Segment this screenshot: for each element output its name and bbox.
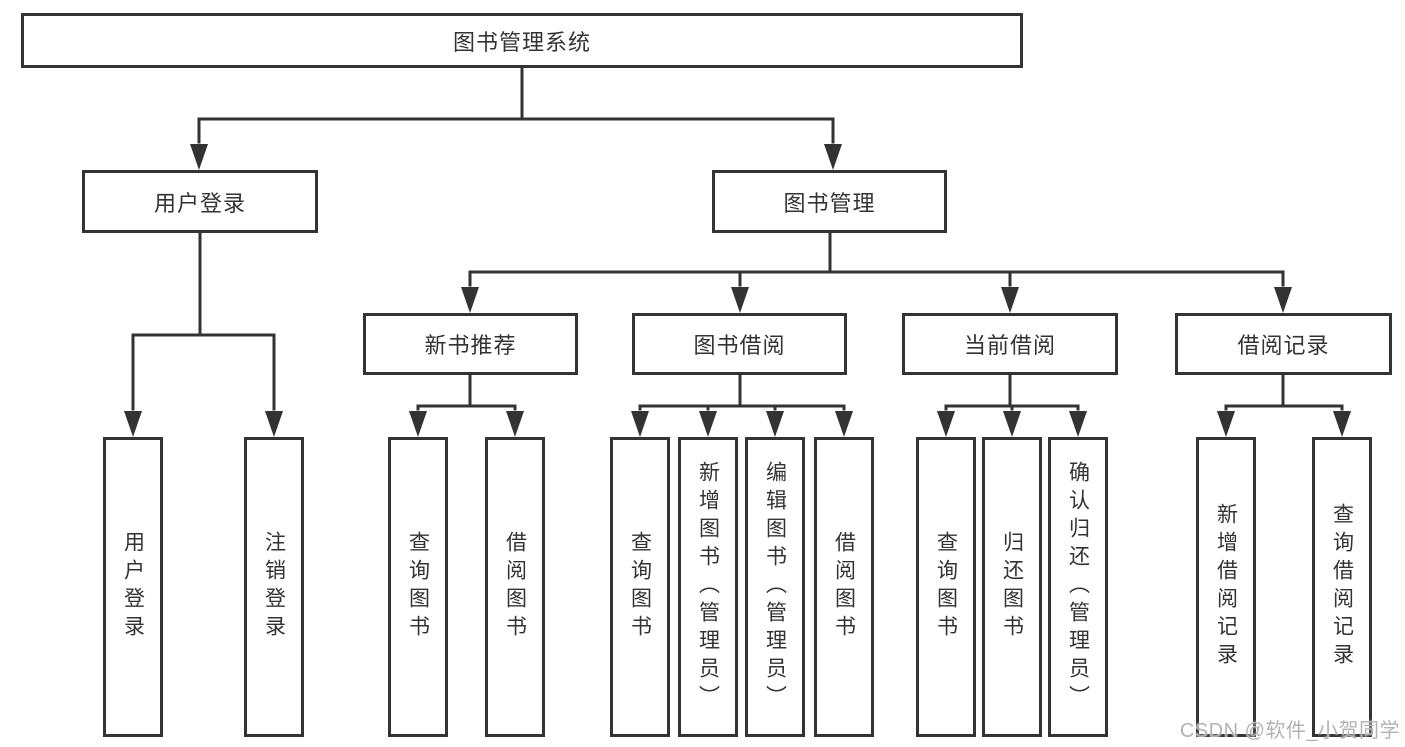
connector-borrow-records-children xyxy=(1217,373,1351,437)
leaf-label: 查询图书 xyxy=(406,531,430,643)
node-book-borrow: 图书借阅 xyxy=(632,313,847,375)
connector-book-borrow-children xyxy=(631,373,853,437)
leaf-label: 编辑图书（管理员） xyxy=(763,461,787,713)
leaf-add-borrow-record: 新增借阅记录 xyxy=(1196,437,1256,737)
connector-current-borrow-children xyxy=(937,373,1087,437)
node-library-management-system: 图书管理系统 xyxy=(21,13,1023,68)
node-book-management: 图书管理 xyxy=(712,170,947,233)
node-user-login: 用户登录 xyxy=(82,170,318,233)
leaf-query-books-recommend: 查询图书 xyxy=(388,437,448,737)
leaf-query-books-current: 查询图书 xyxy=(916,437,976,737)
leaf-return-book: 归还图书 xyxy=(982,437,1042,737)
connector-user-login-children xyxy=(124,231,283,437)
leaf-query-borrow-record: 查询借阅记录 xyxy=(1312,437,1372,737)
node-current-borrow: 当前借阅 xyxy=(902,313,1118,375)
connector-root-to-level2 xyxy=(190,66,842,170)
connector-book-management-children xyxy=(461,231,1292,313)
csdn-watermark: CSDN @软件_小贺同学 xyxy=(1179,720,1400,742)
leaf-label: 查询图书 xyxy=(628,531,652,643)
leaf-label: 注销登录 xyxy=(262,531,286,643)
leaf-label: 用户登录 xyxy=(121,531,145,643)
leaf-borrow-books-recommend: 借阅图书 xyxy=(485,437,545,737)
leaf-label: 归还图书 xyxy=(1000,531,1024,643)
leaf-user-login: 用户登录 xyxy=(103,437,163,737)
leaf-label: 确认归还（管理员） xyxy=(1066,461,1090,713)
leaf-label: 新增图书（管理员） xyxy=(696,461,720,713)
leaf-label: 新增借阅记录 xyxy=(1214,503,1238,671)
leaf-label: 查询图书 xyxy=(934,531,958,643)
leaf-edit-book-admin: 编辑图书（管理员） xyxy=(745,437,805,737)
leaf-borrow-books: 借阅图书 xyxy=(814,437,874,737)
leaf-add-book-admin: 新增图书（管理员） xyxy=(678,437,738,737)
leaf-query-books-borrow: 查询图书 xyxy=(610,437,670,737)
leaf-confirm-return-admin: 确认归还（管理员） xyxy=(1048,437,1108,737)
node-borrow-records: 借阅记录 xyxy=(1175,313,1392,375)
node-new-book-recommend: 新书推荐 xyxy=(363,313,578,375)
leaf-label: 查询借阅记录 xyxy=(1330,503,1354,671)
leaf-label: 借阅图书 xyxy=(832,531,856,643)
leaf-logout: 注销登录 xyxy=(244,437,304,737)
connector-new-book-recommend-children xyxy=(409,373,524,437)
leaf-label: 借阅图书 xyxy=(503,531,527,643)
